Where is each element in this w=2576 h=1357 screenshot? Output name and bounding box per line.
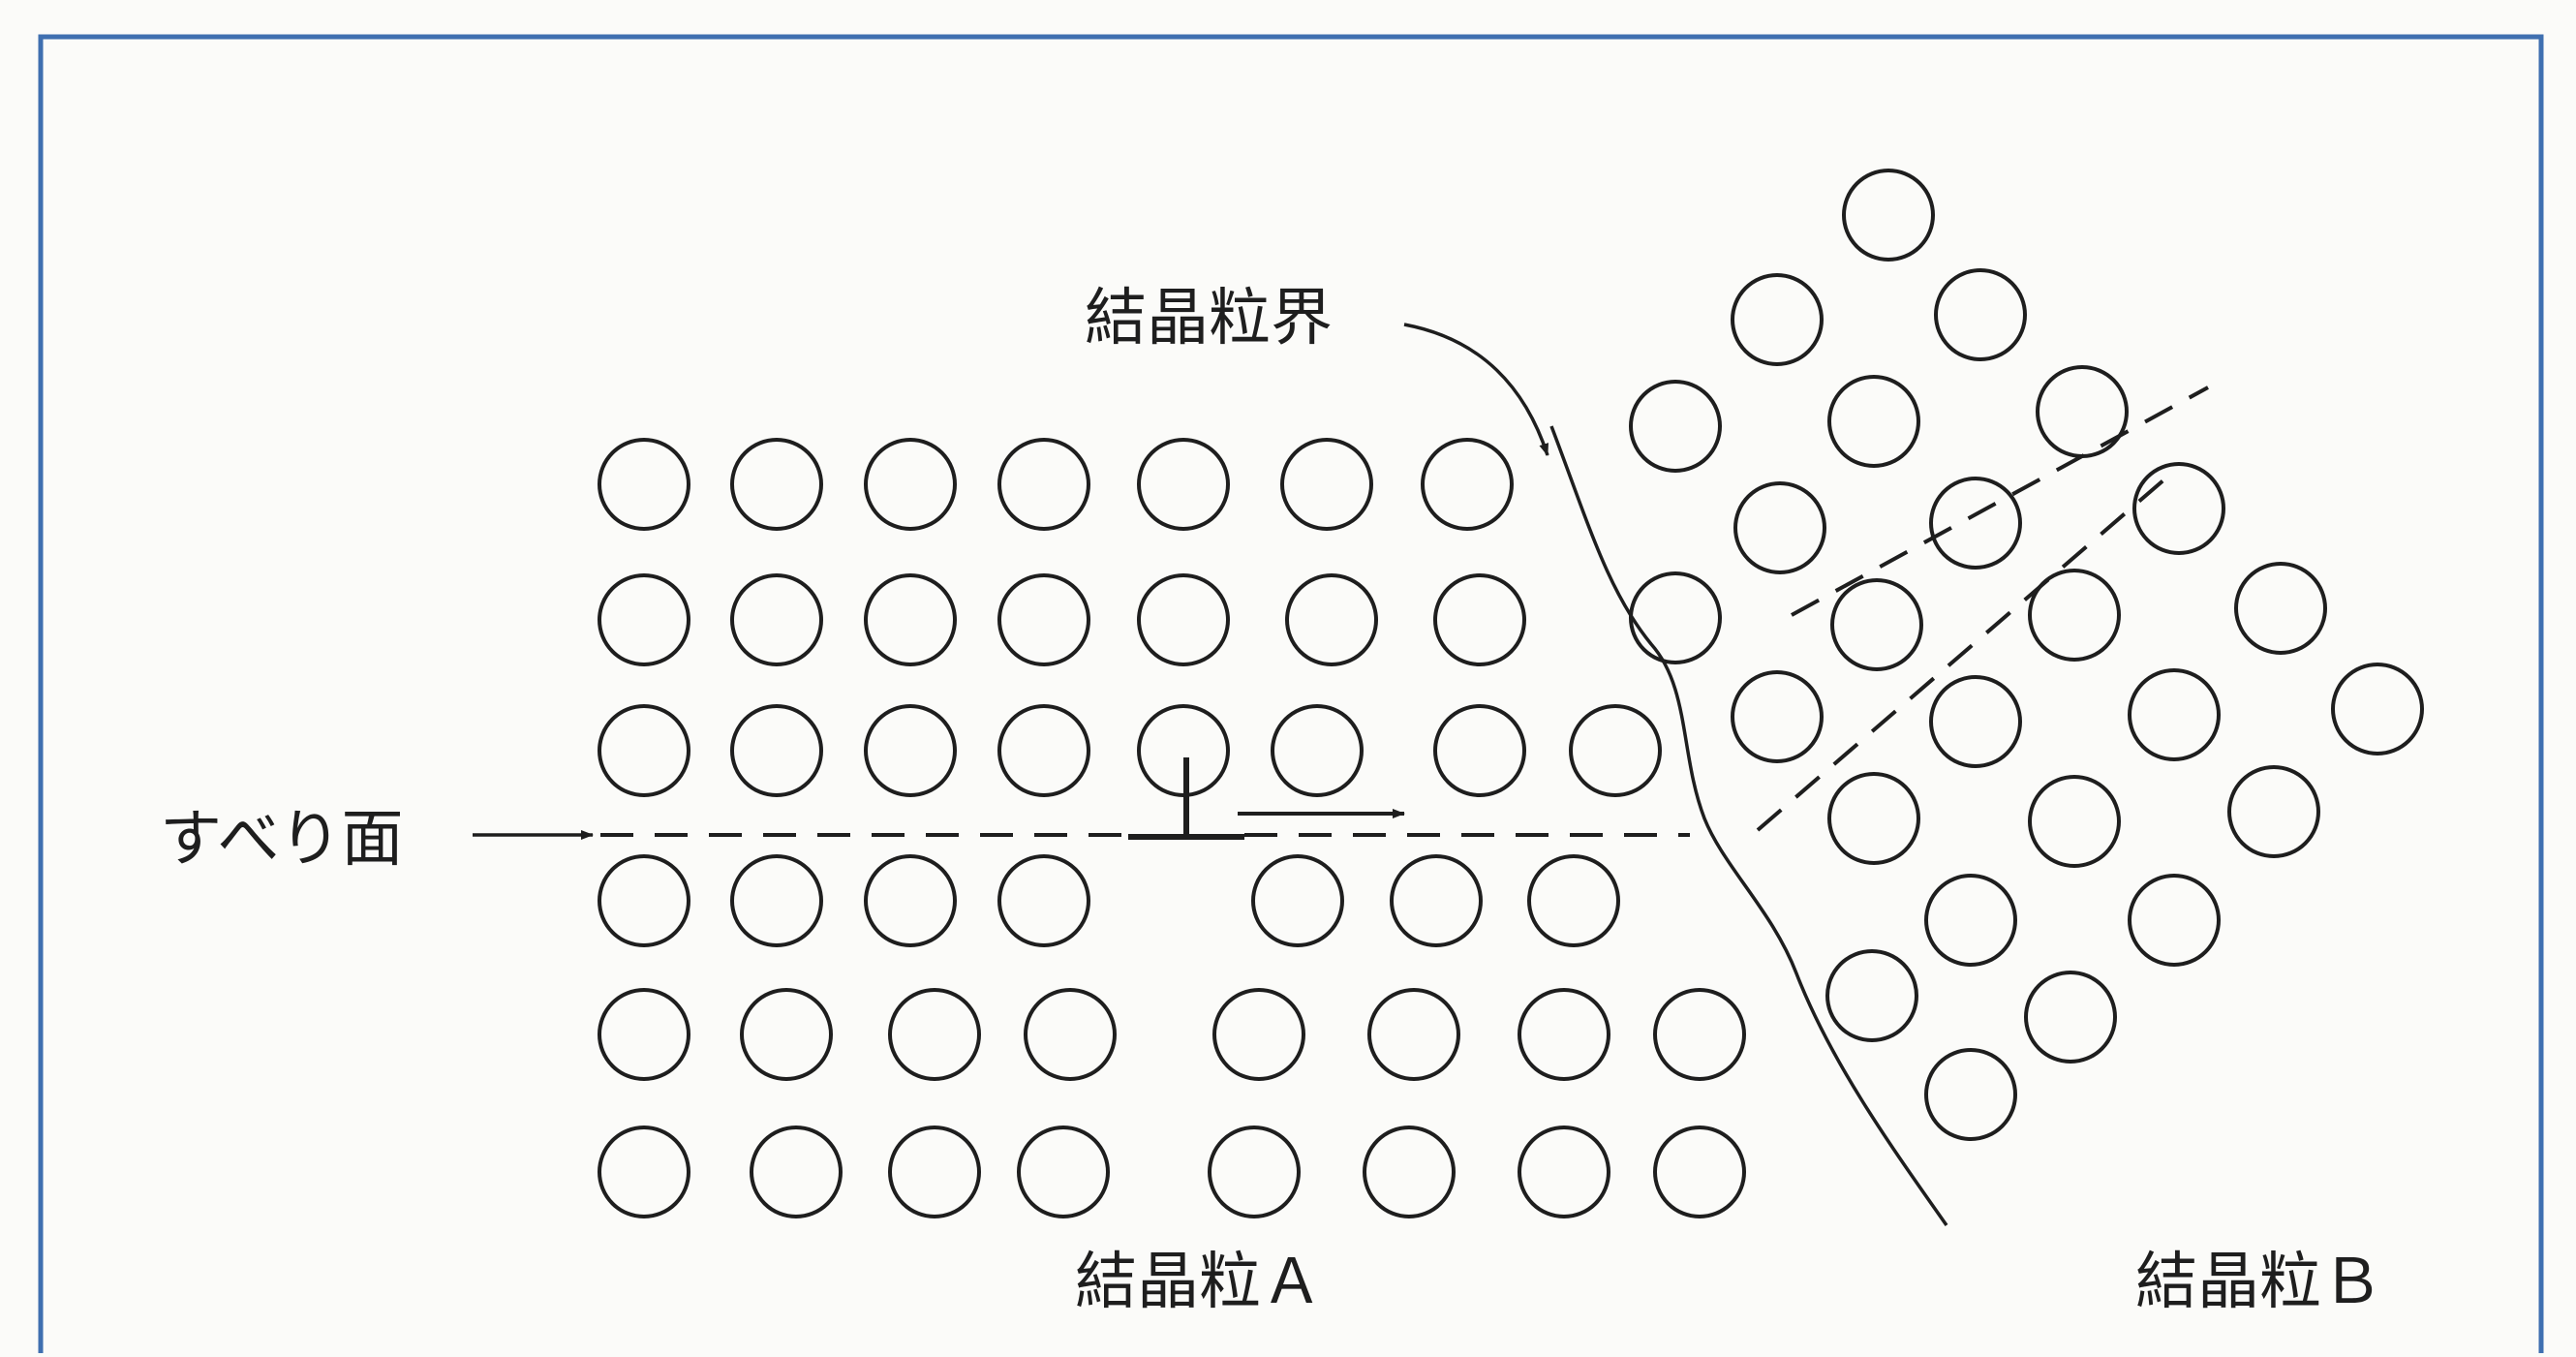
grain-b-slip-line-upper <box>1791 386 2209 617</box>
grain-b-atom <box>2128 668 2221 761</box>
grain-a-atom <box>1367 988 1460 1081</box>
grain-b-atom <box>1830 578 1923 671</box>
grain-a-atom <box>1024 988 1117 1081</box>
grain-a-atom <box>740 988 833 1081</box>
grain-a-atom <box>598 704 690 797</box>
grain-a-atom <box>1280 438 1373 531</box>
grain-a-atom <box>1271 704 1364 797</box>
grain-a-atom <box>888 988 981 1081</box>
grain-a-atom <box>1653 1126 1746 1218</box>
grain-a-atom <box>598 573 690 666</box>
figure-frame <box>38 34 2544 1357</box>
grain-a-atom <box>864 704 957 797</box>
grain-a-atom <box>997 573 1090 666</box>
grain-a-atom <box>864 854 957 947</box>
grain-a-atom <box>997 438 1090 531</box>
grain-a-atom <box>1363 1126 1456 1218</box>
grain-a-atom <box>1251 854 1344 947</box>
grain-a-atom <box>598 854 690 947</box>
grain-b-atom <box>2028 775 2121 868</box>
grain-b-atom <box>1733 481 1826 574</box>
grain-a-atom <box>1137 438 1230 531</box>
grain-a-atom <box>1527 854 1620 947</box>
grain-b-atom <box>1934 268 2027 361</box>
atom-grid <box>598 169 2424 1218</box>
grain-a-atom <box>730 854 823 947</box>
grain-b-atom <box>1924 1048 2017 1141</box>
grain-b-atom <box>1731 273 1824 366</box>
grain-a-atom <box>997 854 1090 947</box>
grain-b-atom <box>1825 949 1918 1042</box>
grain-a-atom <box>1518 988 1610 1081</box>
grain-a-atom <box>1017 1126 1110 1218</box>
grain-a-atom <box>1433 704 1526 797</box>
grain-a-atom <box>730 438 823 531</box>
grain-a-atom <box>1653 988 1746 1081</box>
grain-b-atom <box>2227 765 2320 858</box>
grain-b-atom <box>2128 874 2221 967</box>
grain-b-atom <box>2024 971 2117 1064</box>
grain-b-atom <box>1629 571 1722 664</box>
grain-a-atom <box>598 988 690 1081</box>
grain-b-atom <box>1929 477 2022 570</box>
grain-a-label: 結晶粒Ａ <box>1075 1247 1323 1318</box>
grain-b-label: 結晶粒Ｂ <box>2135 1247 2383 1318</box>
grain-a-atom <box>1433 573 1526 666</box>
grain-b-atom <box>2331 663 2424 756</box>
grain-a-atom <box>1518 1126 1610 1218</box>
grain-a-atom <box>997 704 1090 797</box>
grain-b-atom <box>2028 569 2121 662</box>
slip-plane-label: すべり面 <box>160 804 404 876</box>
grain-b-atom <box>1929 675 2022 768</box>
grain-b-atom <box>2132 462 2225 555</box>
grain-a-atom <box>730 704 823 797</box>
grain-a-atom <box>750 1126 843 1218</box>
grain-b-atom <box>2036 365 2129 458</box>
grain-boundary-line <box>1549 425 1948 1227</box>
grain-a-atom <box>888 1126 981 1218</box>
grain-a-atom <box>598 438 690 531</box>
dislocation-icon <box>1128 757 1244 840</box>
grain-a-atom <box>1208 1126 1301 1218</box>
grain-b-atom <box>1629 380 1722 473</box>
grain-a-atom <box>598 1126 690 1218</box>
grain-a-atom <box>864 438 957 531</box>
grain-b-atom <box>1731 670 1824 763</box>
grain-a-atom <box>730 573 823 666</box>
grain-b-atom <box>1924 874 2017 967</box>
grain-a-atom <box>1212 988 1305 1081</box>
grain-boundary-pointer-arrow-icon <box>1403 323 1549 456</box>
grain-a-atom <box>1285 573 1378 666</box>
grain-b-atom <box>1827 375 1920 468</box>
grain-a-atom <box>864 573 957 666</box>
grain-a-atom <box>1569 704 1662 797</box>
grain-a-atom <box>1390 854 1483 947</box>
grain-b-slip-line-lower <box>1756 478 2166 832</box>
grain-b-atom <box>2234 562 2327 655</box>
grain-b-atom <box>1842 169 1935 262</box>
grain-boundary-label: 結晶粒界 <box>1085 283 1333 355</box>
grain-a-atom <box>1137 573 1230 666</box>
grain-a-atom <box>1421 438 1514 531</box>
grain-b-atom <box>1827 772 1920 865</box>
